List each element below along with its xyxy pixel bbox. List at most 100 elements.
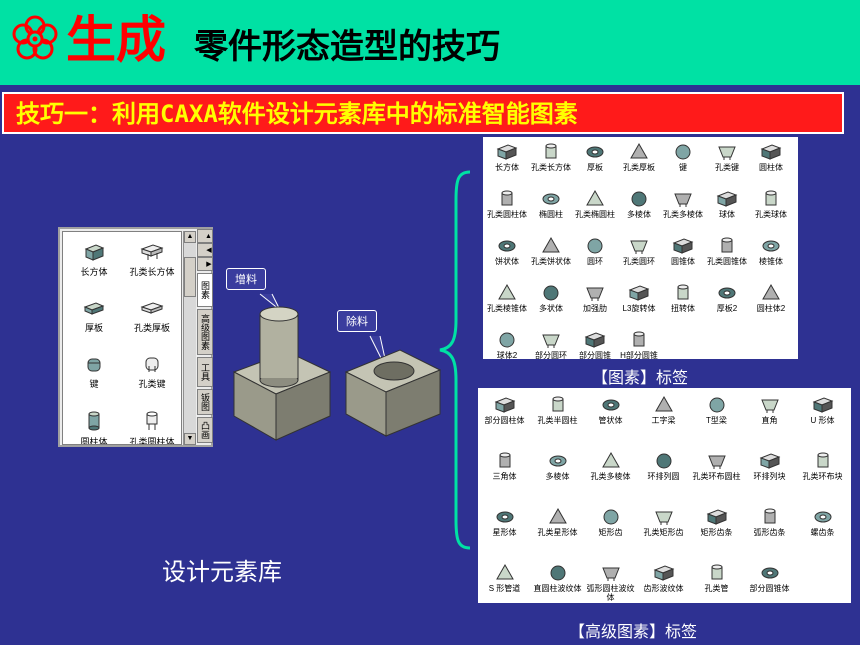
primitive-item[interactable]: 孔类多棱体 xyxy=(584,450,637,481)
primitive-item[interactable]: 厚板 xyxy=(573,141,617,172)
primitive-item[interactable]: 弧形圆柱波纹体 xyxy=(584,562,637,602)
primitive-item[interactable]: 矩形齿 xyxy=(584,506,637,537)
scroll-up-button[interactable]: ▲ xyxy=(184,231,196,243)
primitive-item[interactable]: 多棱体 xyxy=(531,450,584,481)
primitive-item[interactable]: 齿形波纹体 xyxy=(637,562,690,593)
primitive-item[interactable]: 孔类半圆柱 xyxy=(531,394,584,425)
tab-sheet[interactable]: 钣图 xyxy=(197,389,213,415)
primitive-icon xyxy=(545,143,557,159)
primitive-item[interactable]: 多棱体 xyxy=(617,188,661,219)
primitive-item[interactable]: L3旋转体 xyxy=(617,282,661,313)
primitive-item[interactable]: 圆柱体 xyxy=(749,141,793,172)
primitive-item[interactable]: 孔类环布圆柱 xyxy=(690,450,743,481)
primitive-item[interactable]: 孔类椭圆柱 xyxy=(573,188,617,219)
primitive-label: 孔类饼状体 xyxy=(531,257,571,266)
library-item-hole-key[interactable]: 孔类键 xyxy=(123,350,181,404)
primitive-label: 圆柱体2 xyxy=(756,304,786,313)
primitive-item[interactable]: 环排列圆 xyxy=(637,450,690,481)
library-item-cuboid[interactable]: 长方体 xyxy=(65,238,123,292)
primitive-item[interactable]: 球体2 xyxy=(485,329,529,360)
primitive-label: 孔类圆锥体 xyxy=(707,257,747,266)
primitive-item[interactable]: 扭转体 xyxy=(661,282,705,313)
primitive-item[interactable]: 直角 xyxy=(743,394,796,425)
primitive-item[interactable]: 孔类圆环 xyxy=(617,235,661,266)
primitive-item[interactable]: 孔类矩形齿 xyxy=(637,506,690,537)
primitive-item[interactable]: 孔类圆锥体 xyxy=(705,235,749,266)
primitive-item[interactable]: 直圆柱波纹体 xyxy=(531,562,584,593)
primitive-label: 直角 xyxy=(761,416,778,425)
primitive-item[interactable]: 椭圆柱 xyxy=(529,188,573,219)
primitive-item[interactable]: 弧形齿条 xyxy=(743,506,796,537)
tab-paint[interactable]: 凸画 xyxy=(197,417,213,443)
primitive-icon xyxy=(603,509,618,525)
primitive-icon xyxy=(674,193,692,207)
primitive-item[interactable]: T型梁 xyxy=(690,394,743,425)
library-item-hole-cylinder[interactable]: 孔类圆柱体 xyxy=(123,406,181,444)
primitive-item[interactable]: H部分圆锥 xyxy=(617,329,661,360)
primitive-label: 多棱体 xyxy=(627,210,651,219)
primitive-item[interactable]: 饼状体 xyxy=(485,235,529,266)
library-item-cylinder[interactable]: 圆柱体 xyxy=(65,406,123,444)
primitive-item[interactable]: 厚板2 xyxy=(705,282,749,313)
primitive-item[interactable]: 孔类长方体 xyxy=(529,141,573,172)
primitive-icon xyxy=(630,142,648,159)
primitive-item[interactable]: 部分圆锥体 xyxy=(743,562,796,593)
primitive-item[interactable]: 孔类球体 xyxy=(749,188,793,219)
primitive-item[interactable]: 三角体 xyxy=(478,450,531,481)
library-item-plate[interactable]: 厚板 xyxy=(65,294,123,348)
primitive-label: 扭转体 xyxy=(671,304,695,313)
primitive-item[interactable]: 螺齿条 xyxy=(796,506,849,537)
primitive-item[interactable]: 孔类棱锥体 xyxy=(485,282,529,313)
scroll-thumb[interactable] xyxy=(184,257,196,297)
tab-primitives[interactable]: 图素 xyxy=(197,273,213,307)
library-item-hole-cuboid[interactable]: 孔类长方体 xyxy=(123,238,181,292)
primitive-item[interactable]: 多状体 xyxy=(529,282,573,313)
tab-nav-arrows[interactable]: ▲ xyxy=(197,229,213,243)
primitive-item[interactable]: 工字梁 xyxy=(637,394,690,425)
primitive-item[interactable]: 管状体 xyxy=(584,394,637,425)
primitive-label: 孔类厚板 xyxy=(623,163,655,172)
library-item-hole-plate[interactable]: 孔类厚板 xyxy=(123,294,181,348)
tab-tools[interactable]: 工具 xyxy=(197,357,213,387)
library-scrollbar[interactable]: ▲ ▼ xyxy=(183,231,196,445)
primitive-item[interactable]: 孔类键 xyxy=(705,141,749,172)
primitive-item[interactable]: S 形管道 xyxy=(478,562,531,593)
primitive-item[interactable]: 圆环 xyxy=(573,235,617,266)
primitive-item[interactable]: 棱锥体 xyxy=(749,235,793,266)
primitive-item[interactable]: 环排列块 xyxy=(743,450,796,481)
tab-nav-arrows-3[interactable]: ▶ xyxy=(197,257,213,271)
primitive-item[interactable]: 孔类饼状体 xyxy=(529,235,573,266)
primitive-item[interactable]: 部分圆柱体 xyxy=(478,394,531,425)
primitive-item[interactable]: 孔类厚板 xyxy=(617,141,661,172)
scroll-down-button[interactable]: ▼ xyxy=(184,433,196,445)
primitive-item[interactable]: 孔类多棱体 xyxy=(661,188,705,219)
primitive-icon xyxy=(764,508,775,524)
primitive-item[interactable]: 部分圆锥 xyxy=(573,329,617,360)
primitive-label: 螺齿条 xyxy=(810,528,835,537)
model-illustration xyxy=(232,170,471,550)
tab-advanced[interactable]: 高级图素 xyxy=(197,309,213,355)
primitive-item[interactable]: 加强肋 xyxy=(573,282,617,313)
primitive-icon xyxy=(495,563,514,580)
primitive-item[interactable]: 星形体 xyxy=(478,506,531,537)
primitive-item[interactable]: 孔类圆柱体 xyxy=(485,188,529,219)
primitive-item[interactable]: U 形体 xyxy=(796,394,849,425)
primitive-item[interactable]: 长方体 xyxy=(485,141,529,172)
primitive-label: 圆锥体 xyxy=(671,257,695,266)
primitive-item[interactable]: 球体 xyxy=(705,188,749,219)
primitive-item[interactable]: 矩形齿条 xyxy=(690,506,743,537)
primitive-label: 孔类长方体 xyxy=(531,163,571,172)
primitive-label: 部分圆锥体 xyxy=(749,584,790,593)
primitive-item[interactable]: 圆柱体2 xyxy=(749,282,793,313)
tab-nav-arrows-2[interactable]: ◀ xyxy=(197,243,213,257)
primitive-item[interactable]: 键 xyxy=(661,141,705,172)
primitive-icon xyxy=(760,144,782,160)
library-item-key[interactable]: 键 xyxy=(65,350,123,404)
primitive-label: H部分圆锥 xyxy=(620,351,658,360)
primitive-item[interactable]: 孔类管 xyxy=(690,562,743,593)
primitive-item[interactable]: 孔类环布块 xyxy=(796,450,849,481)
primitive-item[interactable]: 孔类星形体 xyxy=(531,506,584,537)
primitive-item[interactable]: 圆锥体 xyxy=(661,235,705,266)
primitive-item[interactable]: 部分圆环 xyxy=(529,329,573,360)
